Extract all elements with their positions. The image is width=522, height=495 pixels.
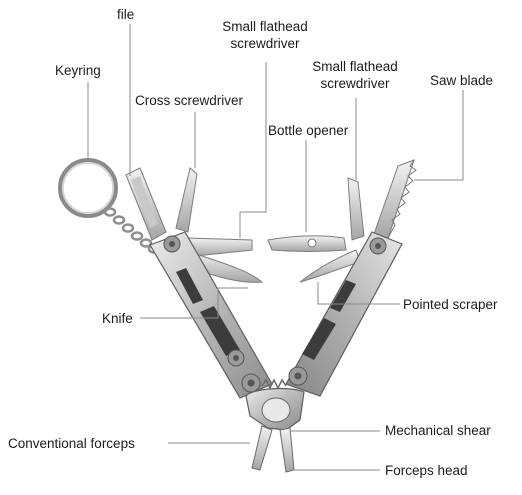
label-small-flathead-1-line1: Small flathead [222, 19, 308, 34]
label-bottle-opener: Bottle opener [268, 123, 349, 138]
label-forceps-head: Forceps head [385, 463, 468, 478]
label-small-flathead-1: Small flathead screwdriver [210, 18, 320, 52]
label-mechanical-shear: Mechanical shear [385, 423, 491, 438]
label-small-flathead-2: Small flathead screwdriver [300, 58, 410, 92]
label-pointed-scraper: Pointed scraper [403, 297, 498, 312]
label-conventional-forceps: Conventional forceps [8, 436, 135, 451]
label-small-flathead-1-line2: screwdriver [230, 36, 300, 51]
spring-shape [261, 378, 287, 390]
small-flathead-right-shape [347, 177, 365, 241]
label-keyring: Keyring [55, 63, 101, 78]
label-saw-blade: Saw blade [430, 73, 494, 88]
leader-saw-blade [414, 90, 464, 181]
leader-small-flathead-1 [239, 62, 267, 238]
left-handle-shape [149, 231, 273, 399]
leader-pointed-scraper [317, 282, 400, 305]
leader-knife [140, 287, 248, 319]
label-small-flathead-2-line1: Small flathead [312, 59, 398, 74]
file-tool-shape [125, 167, 167, 241]
pointed-scraper-shape [299, 249, 361, 283]
saw-blade-shape [373, 159, 417, 239]
label-file: file [117, 7, 135, 22]
bottle-opener-shape [267, 235, 347, 252]
leader-lines [87, 24, 464, 471]
cross-screwdriver-shape [175, 167, 198, 233]
label-small-flathead-2-line2: screwdriver [320, 76, 390, 91]
pliers-head-shape [245, 387, 305, 473]
right-handle-shape [285, 231, 403, 397]
label-knife: Knife [102, 311, 133, 326]
label-cross-screwdriver: Cross screwdriver [135, 93, 244, 108]
